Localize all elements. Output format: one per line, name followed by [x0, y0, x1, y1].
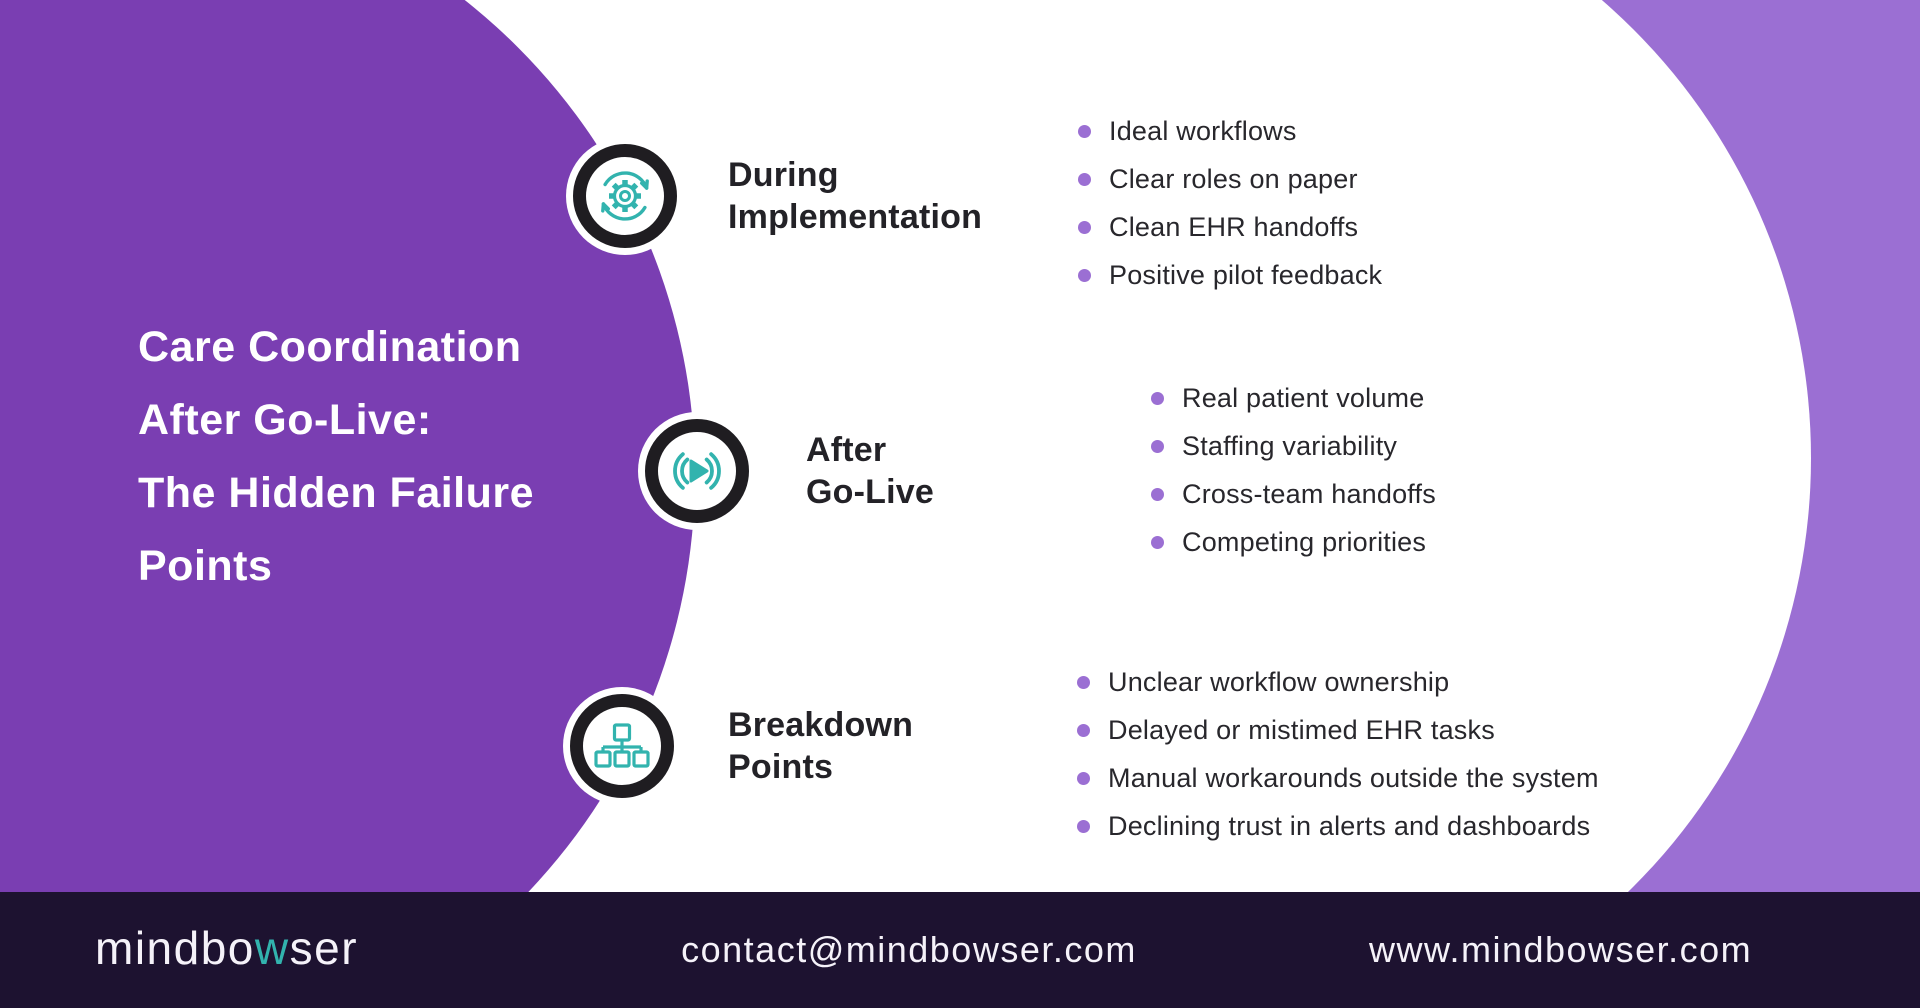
- list-item-text: Declining trust in alerts and dashboards: [1108, 810, 1591, 841]
- list-item-text: Ideal workflows: [1109, 115, 1297, 146]
- gear-sync-icon-badge: [573, 144, 677, 248]
- org-chart-icon-badge: [570, 694, 674, 798]
- list-item-text: Cross-team handoffs: [1182, 478, 1436, 509]
- bullet-dot: [1077, 723, 1090, 737]
- list-item: Clean EHR handoffs: [1078, 203, 1382, 251]
- mindbowser-logo: mindbowser: [95, 921, 358, 975]
- list-item-text: Delayed or mistimed EHR tasks: [1108, 714, 1495, 745]
- title-line: Care Coordination: [138, 323, 522, 371]
- bullet-dot: [1151, 487, 1164, 501]
- bullet-dot: [1077, 819, 1090, 833]
- bullet-dot: [1078, 268, 1091, 282]
- white-curve-circle: [599, 0, 1811, 892]
- list-item: Delayed or mistimed EHR tasks: [1077, 706, 1599, 754]
- list-item: Staffing variability: [1151, 422, 1436, 470]
- heading-line: After: [806, 431, 887, 469]
- list-item-text: Unclear workflow ownership: [1108, 666, 1450, 697]
- bullet-list-during-implementation: Ideal workflows Clear roles on paper Cle…: [1078, 107, 1382, 299]
- bullet-list-breakdown-points: Unclear workflow ownership Delayed or mi…: [1077, 658, 1599, 850]
- logo-text: mindbo: [95, 921, 255, 974]
- bullet-dot: [1151, 439, 1164, 453]
- bullet-dot: [1077, 675, 1090, 689]
- list-item-text: Competing priorities: [1182, 526, 1427, 557]
- bullet-dot: [1078, 172, 1091, 186]
- left-purple-circle: [0, 0, 695, 892]
- contact-email: contact@mindbowser.com: [681, 929, 1137, 970]
- list-item: Clear roles on paper: [1078, 155, 1382, 203]
- list-item-text: Clean EHR handoffs: [1109, 211, 1359, 242]
- section-heading-after-go-live: After Go-Live: [806, 429, 934, 513]
- list-item: Real patient volume: [1151, 374, 1436, 422]
- title-line: The Hidden Failure: [138, 469, 535, 517]
- page-title: Care Coordination After Go-Live: The Hid…: [138, 311, 534, 603]
- list-item-text: Real patient volume: [1182, 382, 1425, 413]
- bullet-dot: [1151, 391, 1164, 405]
- background-curves: [0, 0, 1920, 892]
- list-item-text: Positive pilot feedback: [1109, 259, 1383, 290]
- bullet-dot: [1151, 535, 1164, 549]
- heading-line: Points: [728, 748, 834, 786]
- live-broadcast-icon-badge: [645, 419, 749, 523]
- heading-line: Implementation: [728, 198, 983, 236]
- website-url: www.mindbowser.com: [1369, 929, 1753, 970]
- section-heading-breakdown-points: Breakdown Points: [728, 704, 913, 788]
- list-item: Manual workarounds outside the system: [1077, 754, 1599, 802]
- heading-line: Go-Live: [806, 473, 934, 511]
- org-chart-icon: [594, 723, 650, 768]
- list-item-text: Manual workarounds outside the system: [1108, 762, 1599, 793]
- bullet-list-after-go-live: Real patient volume Staffing variability…: [1151, 374, 1436, 566]
- list-item: Cross-team handoffs: [1151, 470, 1436, 518]
- bullet-dot: [1077, 771, 1090, 785]
- live-broadcast-icon: [673, 452, 721, 490]
- bullet-dot: [1078, 124, 1091, 138]
- section-heading-during-implementation: During Implementation: [728, 154, 982, 238]
- list-item: Declining trust in alerts and dashboards: [1077, 802, 1599, 850]
- list-item: Ideal workflows: [1078, 107, 1382, 155]
- gear-sync-icon: [601, 171, 649, 221]
- footer-bar: mindbowser contact@mindbowser.com www.mi…: [0, 892, 1920, 1008]
- heading-line: Breakdown: [728, 706, 914, 744]
- list-item-text: Clear roles on paper: [1109, 163, 1358, 194]
- list-item-text: Staffing variability: [1182, 430, 1398, 461]
- title-line: After Go-Live:: [138, 396, 432, 444]
- bullet-dot: [1078, 220, 1091, 234]
- heading-line: During: [728, 156, 839, 194]
- list-item: Unclear workflow ownership: [1077, 658, 1599, 706]
- title-line: Points: [138, 542, 273, 590]
- list-item: Competing priorities: [1151, 518, 1436, 566]
- list-item: Positive pilot feedback: [1078, 251, 1382, 299]
- logo-text: ser: [289, 921, 359, 974]
- logo-accent-letter: w: [254, 921, 290, 974]
